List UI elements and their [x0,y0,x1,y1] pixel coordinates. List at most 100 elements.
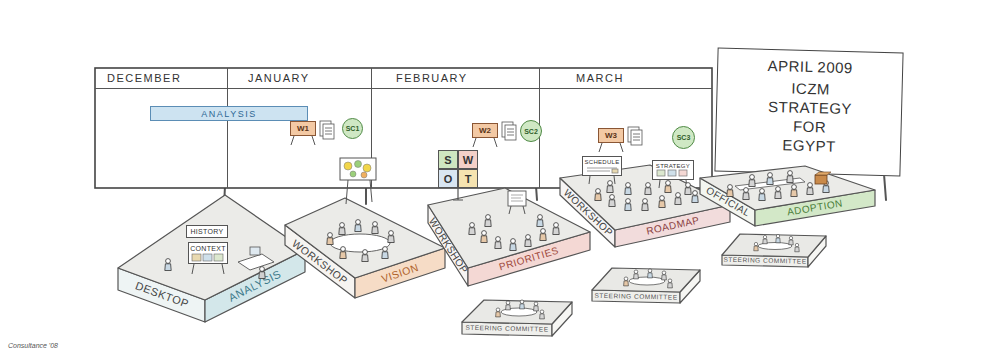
vision-scene [330,234,390,252]
adoption-scene [759,189,765,201]
roadmap-scene [625,183,631,195]
roadmap-scene [645,183,651,195]
month-label: DECEMBER [95,68,227,89]
desktop-scene [192,254,201,261]
month-label: FEBRUARY [372,68,539,89]
committee-platform: STEERING COMMITTEE [720,232,828,269]
adoption-scene [807,183,813,195]
board-icons [657,170,665,176]
roadmap-scene [589,176,590,184]
vision-scene [355,220,361,232]
document-stack [325,134,332,135]
workshop-easel-legs [291,136,623,152]
priorities-scene [553,223,559,235]
workshop-easel-legs [620,143,623,152]
vision-scene [344,162,352,170]
platform-top [285,198,445,278]
node-label: SC2 [521,121,541,141]
roadmap-scene [614,176,615,184]
node-label: SCHEDULE [583,158,621,166]
desktop-scene [250,247,260,255]
vision-scene [372,222,378,234]
workshop-easel-legs [599,143,602,152]
document-stack [323,124,334,139]
roadmap-scene [589,176,698,211]
vision-scene [339,223,345,235]
priorities-scene [537,215,543,227]
node-label: ANALYSIS [151,107,307,120]
priorities-scene [453,188,559,251]
vision-scene [361,172,367,178]
node-label: HISTORY [187,227,227,236]
vision-scene [350,171,356,177]
board-icons [679,170,687,176]
roadmap-scene [625,199,631,211]
workshop-easel: W3 [598,128,624,143]
document-stack [320,121,642,145]
desktop-scene [214,254,223,261]
platform-slab: DESKTOPANALYSISHISTORYCONTEXT [116,193,307,324]
adoption-scene [749,175,755,187]
adoption-scene [815,172,831,175]
node-label: W1 [291,122,315,135]
roadmap-scene [685,183,691,195]
timeline-bar: ANALYSIS [150,106,308,121]
platform-slab: WORKSHOPVISION [283,196,447,300]
committee-scene [624,277,629,286]
document-stack [320,121,331,136]
roadmap-scene [692,191,698,203]
document-stack [507,132,514,133]
committee-scene [789,236,793,244]
roadmap-scene [665,181,671,193]
priorities-scene [453,200,463,201]
committee-circle: SC1 [342,118,363,139]
vision-scene [346,180,348,204]
platform-slab: OFFICIALADOPTION [698,164,877,228]
committee-circle: SC2 [520,120,542,142]
committee-scene [795,243,799,251]
committee-scene [754,242,758,250]
info-board: HISTORY [186,225,228,238]
document-stack [502,122,513,137]
document-stack [505,125,516,140]
committee-scene [520,300,525,309]
info-board: STRATEGY [652,160,694,180]
month-column: JANUARYW1SC1 [228,68,372,188]
vision-scene [340,158,376,180]
roadmap-scene [659,180,660,188]
committee-scene [506,301,511,310]
desktop-scene [203,254,212,261]
month-column: DECEMBER [95,68,228,188]
priorities-scene [495,237,501,249]
roadmap-scene [675,193,681,205]
board-icons [587,168,687,176]
priorities-scene [509,206,511,214]
priorities-scene [525,235,531,247]
priorities-scene [469,223,475,235]
node-label: T [458,169,478,188]
swot-board: SWOT [438,150,478,188]
roadmap-scene [686,180,687,188]
node-label: SC3 [673,127,694,148]
priorities-scene [457,188,458,200]
node-label: APRIL 2009 [718,56,902,79]
platform-top [592,268,700,292]
priorities-scene [511,195,523,196]
vision-scene [388,231,394,243]
committee-scene [540,310,545,319]
committee-scene [629,277,665,285]
workshop-easel: W2 [472,123,498,138]
adoption-scene [767,173,773,185]
document-stack [628,127,639,142]
vision-scene [340,247,346,259]
committee-scene [662,271,667,280]
committee-circle: SC3 [672,126,695,149]
adoption-scene [787,171,793,183]
roadmap-scene [642,199,648,211]
adoption-scene [815,175,827,184]
workshop-easel-legs [494,138,497,147]
roadmap-scene [595,189,601,201]
committee-scene [758,243,792,250]
